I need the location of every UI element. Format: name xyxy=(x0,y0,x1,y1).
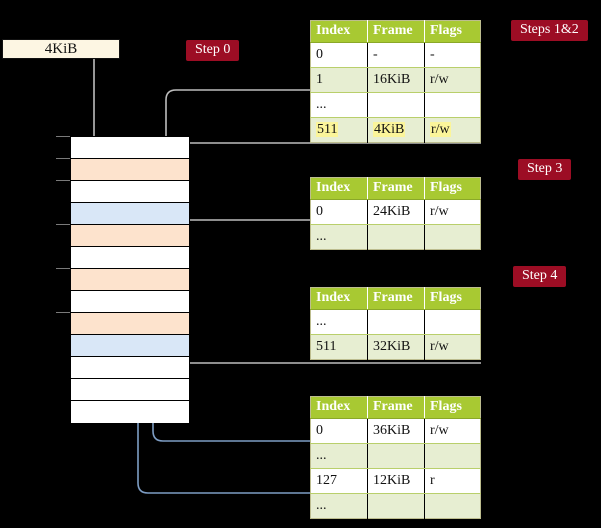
cell-index: 0 xyxy=(310,199,368,225)
cell-flags: r/w xyxy=(424,199,481,225)
source-frame-label: 4KiB xyxy=(44,40,78,57)
memory-frame-row xyxy=(71,291,189,313)
cell-index: 1 xyxy=(310,67,368,93)
memory-frame-row xyxy=(71,203,189,225)
cell-index: ... xyxy=(310,493,368,519)
memory-frame-row xyxy=(71,379,189,401)
column-header-frame: Frame xyxy=(367,396,425,419)
table-row: 0-- xyxy=(310,42,481,68)
column-header-frame: Frame xyxy=(367,20,425,43)
cell-index: 127 xyxy=(310,468,368,494)
memory-frame-row xyxy=(71,357,189,379)
column-header-flags: Flags xyxy=(424,177,481,200)
cell-frame: 4KiB xyxy=(367,117,425,143)
cell-flags xyxy=(424,493,481,519)
column-header-flags: Flags xyxy=(424,287,481,310)
cell-flags: - xyxy=(424,42,481,68)
badge-step-3: Step 3 xyxy=(518,159,572,181)
column-header-flags: Flags xyxy=(424,396,481,419)
cell-index: ... xyxy=(310,309,368,335)
column-header-index: Index xyxy=(310,287,368,310)
cell-index: 511 xyxy=(310,334,368,360)
table-row: ... xyxy=(310,443,481,469)
memory-frame-row xyxy=(71,137,189,159)
cell-index: 0 xyxy=(310,418,368,444)
memory-frame-row xyxy=(71,181,189,203)
cell-frame: 12KiB xyxy=(367,468,425,494)
memory-frame-row xyxy=(71,269,189,291)
badge-step-4: Step 4 xyxy=(513,266,567,288)
cell-frame xyxy=(367,309,425,335)
column-header-index: Index xyxy=(310,396,368,419)
memory-frame-tick xyxy=(56,312,72,313)
cell-frame: 16KiB xyxy=(367,67,425,93)
memory-frame-row xyxy=(71,247,189,269)
cell-frame xyxy=(367,493,425,519)
cell-frame xyxy=(367,92,425,118)
memory-frame-tick xyxy=(56,136,72,137)
cell-index: 511 xyxy=(310,117,368,143)
table-row: ... xyxy=(310,92,481,118)
column-header-frame: Frame xyxy=(367,177,425,200)
cell-index: ... xyxy=(310,92,368,118)
column-header-index: Index xyxy=(310,20,368,43)
cell-flags: r/w xyxy=(424,334,481,360)
cell-frame: 36KiB xyxy=(367,418,425,444)
cell-frame xyxy=(367,224,425,250)
highlighted-value: r/w xyxy=(430,121,451,137)
cell-index: ... xyxy=(310,224,368,250)
highlighted-value: 4KiB xyxy=(373,121,406,137)
memory-frame-tick xyxy=(56,158,72,159)
cell-index: 0 xyxy=(310,42,368,68)
column-header-frame: Frame xyxy=(367,287,425,310)
source-frame-box: 4KiB xyxy=(2,39,120,59)
cell-flags: r/w xyxy=(424,117,481,143)
cell-flags: r/w xyxy=(424,418,481,444)
badge-steps-1-2: Steps 1&2 xyxy=(511,20,588,42)
table-row: ... xyxy=(310,309,481,335)
memory-frame-tick xyxy=(56,180,72,181)
badge-step-0: Step 0 xyxy=(186,40,240,62)
table-row: ... xyxy=(310,493,481,519)
cell-frame xyxy=(367,443,425,469)
physical-memory-column xyxy=(70,136,190,423)
cell-flags xyxy=(424,224,481,250)
cell-frame: 24KiB xyxy=(367,199,425,225)
memory-frame-tick xyxy=(56,224,72,225)
cell-flags: r xyxy=(424,468,481,494)
table-row: 511 4KiB r/w xyxy=(310,117,481,143)
column-header-flags: Flags xyxy=(424,20,481,43)
cell-frame: 32KiB xyxy=(367,334,425,360)
column-header-index: Index xyxy=(310,177,368,200)
cell-frame: - xyxy=(367,42,425,68)
memory-frame-row xyxy=(71,401,189,423)
cell-flags: r/w xyxy=(424,67,481,93)
cell-index: ... xyxy=(310,443,368,469)
memory-frame-row xyxy=(71,335,189,357)
cell-flags xyxy=(424,92,481,118)
cell-flags xyxy=(424,309,481,335)
cell-flags xyxy=(424,443,481,469)
memory-frame-row xyxy=(71,313,189,335)
table-row: ... xyxy=(310,224,481,250)
memory-frame-row xyxy=(71,225,189,247)
memory-frame-row xyxy=(71,159,189,181)
highlighted-value: 511 xyxy=(316,121,339,137)
memory-frame-tick xyxy=(56,268,72,269)
